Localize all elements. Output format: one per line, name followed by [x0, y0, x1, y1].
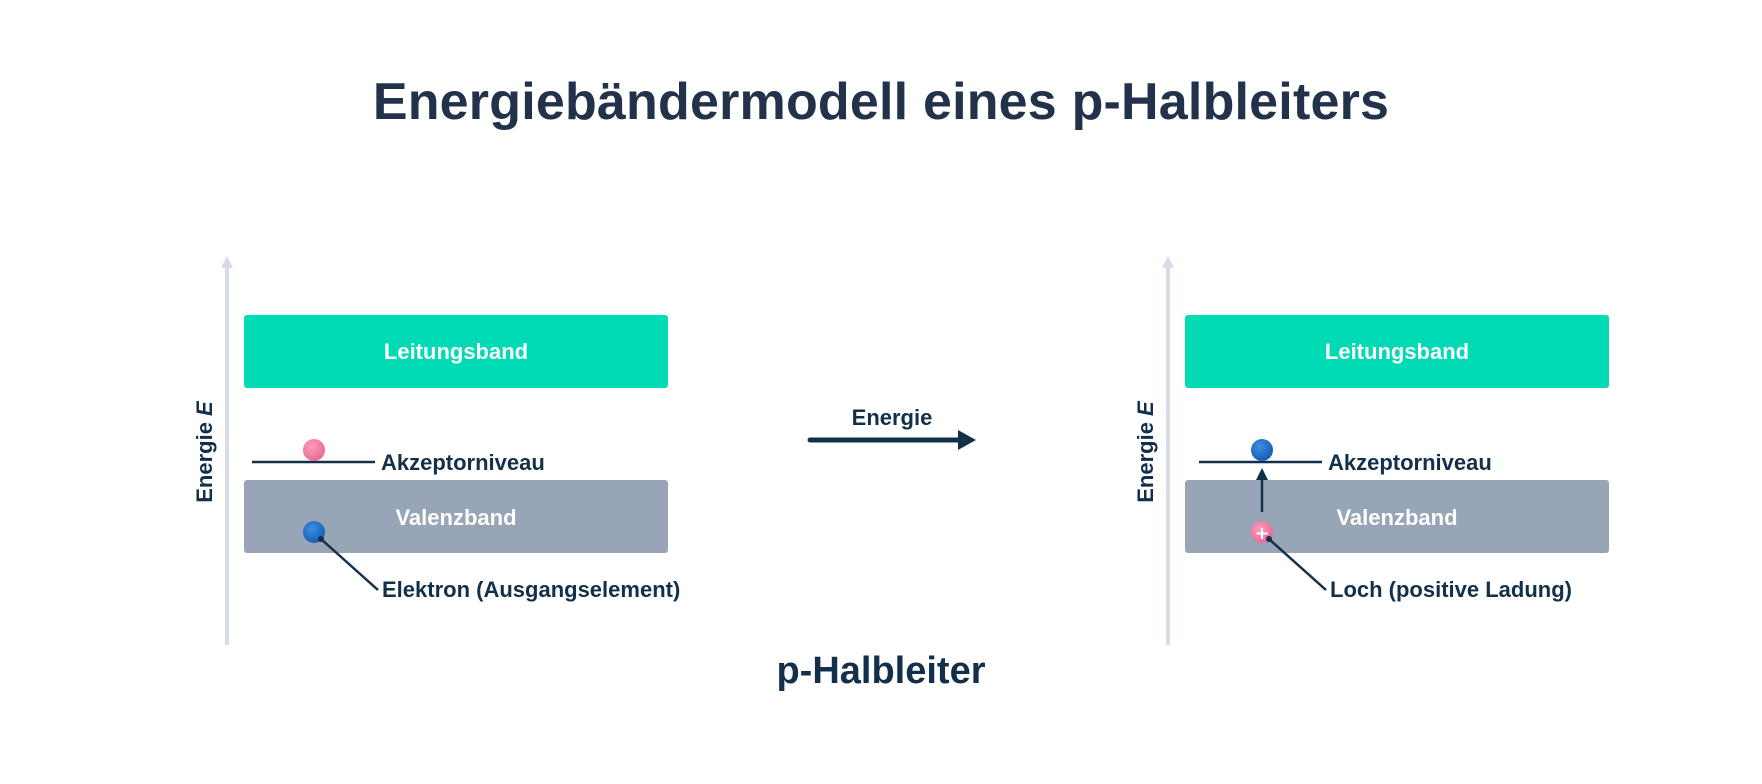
transition-arrow-icon — [958, 430, 976, 450]
left-conduction-band-label: Leitungsband — [384, 339, 528, 364]
right-pointer-label: Loch (positive Ladung) — [1330, 577, 1572, 602]
right-energy-axis — [1162, 256, 1174, 645]
transition: Energie — [807, 405, 976, 450]
left-pointer-label: Elektron (Ausgangselement) — [382, 577, 680, 602]
axis-arrow-icon — [1162, 256, 1174, 268]
transition-label: Energie — [852, 405, 933, 430]
left-valence-band — [244, 480, 668, 553]
left-pointer-dot — [318, 536, 324, 542]
right-axis-label: Energie E — [1133, 400, 1158, 503]
arrow-up-icon — [1256, 468, 1268, 480]
right-conduction-band-label: Leitungsband — [1325, 339, 1469, 364]
axis-arrow-icon — [221, 256, 233, 268]
left-hole-particle — [303, 439, 325, 461]
plus-icon: + — [1254, 523, 1269, 544]
left-axis-label: Energie E — [192, 400, 217, 503]
right-pointer-line — [1268, 538, 1327, 591]
diagram-caption: p-Halbleiter — [776, 650, 986, 692]
left-conduction-band — [244, 315, 668, 388]
right-valence-band — [1185, 480, 1609, 553]
right-acceptor-label: Akzeptorniveau — [1328, 450, 1492, 475]
excitation-arrow — [1256, 468, 1268, 512]
left-acceptor-label: Akzeptorniveau — [381, 450, 545, 475]
page-title: Energiebändermodell eines p-Halbleiters — [372, 73, 1390, 131]
left-pointer-line — [320, 538, 379, 591]
left-energy-axis — [221, 256, 233, 645]
left-valence-band-label: Valenzband — [395, 505, 516, 530]
right-valence-band-label: Valenzband — [1336, 505, 1457, 530]
right-electron-particle — [1251, 439, 1273, 461]
left-panel: Energie E Leitungsband Akzeptorniveau Va… — [192, 256, 680, 645]
right-conduction-band — [1185, 315, 1609, 388]
right-pointer-dot — [1266, 536, 1272, 542]
right-panel: Energie E Leitungsband Akzeptorniveau Va… — [1133, 256, 1609, 645]
